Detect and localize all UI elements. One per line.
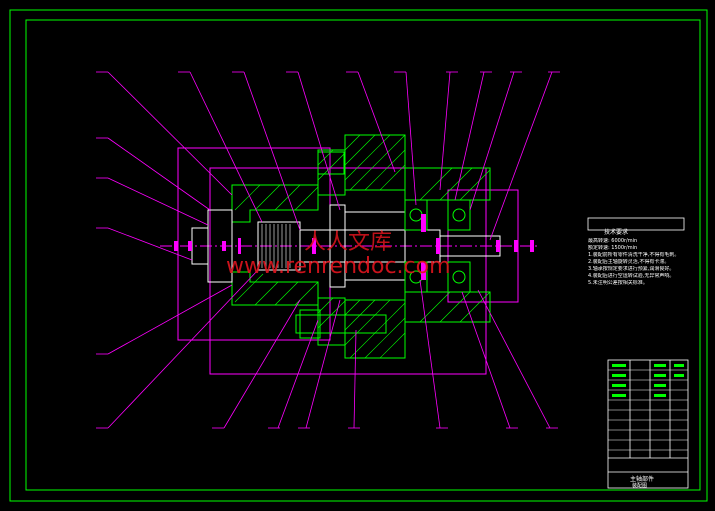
bolt [295,309,387,339]
technical-requirements-title: 技术要求 [604,229,629,236]
notes-header [587,217,685,231]
leader-lines [96,71,560,429]
title-block-title: 主轴部件 [630,476,655,483]
requirement-line: 4.装配后进行空运转试验,无异常声响。 [588,273,675,279]
requirement-line: 2.装配后主轴旋转灵活,不得有卡滞。 [588,259,670,265]
requirement-line: 3.轴承按规定要求进行预紧,润滑良好。 [588,266,675,272]
bearings [404,199,471,293]
title-block [607,359,689,489]
watermark-cn: 人人文库 [304,230,393,255]
inner-frame [25,19,701,491]
bolt-top [317,151,345,175]
title-block-subtitle: 装配图 [632,483,648,489]
construction-rect-right [209,167,487,375]
requirement-line: 1.装配前所有零件清洗干净,不得有毛刺。 [588,252,680,258]
spindle-nose [191,209,301,283]
technical-requirements: 最高转速: 6000r/min 额定转速: 1500r/min 1.装配前所有零… [588,238,692,287]
magenta-marks [174,214,534,280]
requirement-line: 5.未注明公差按相关标准。 [588,280,648,286]
outer-frame [9,9,708,502]
requirement-line: 最高转速: 6000r/min [588,238,638,244]
requirement-line: 额定转速: 1500r/min [588,245,638,251]
title-block-fill [612,364,684,397]
watermark: www.renrendoc.com [226,254,451,279]
